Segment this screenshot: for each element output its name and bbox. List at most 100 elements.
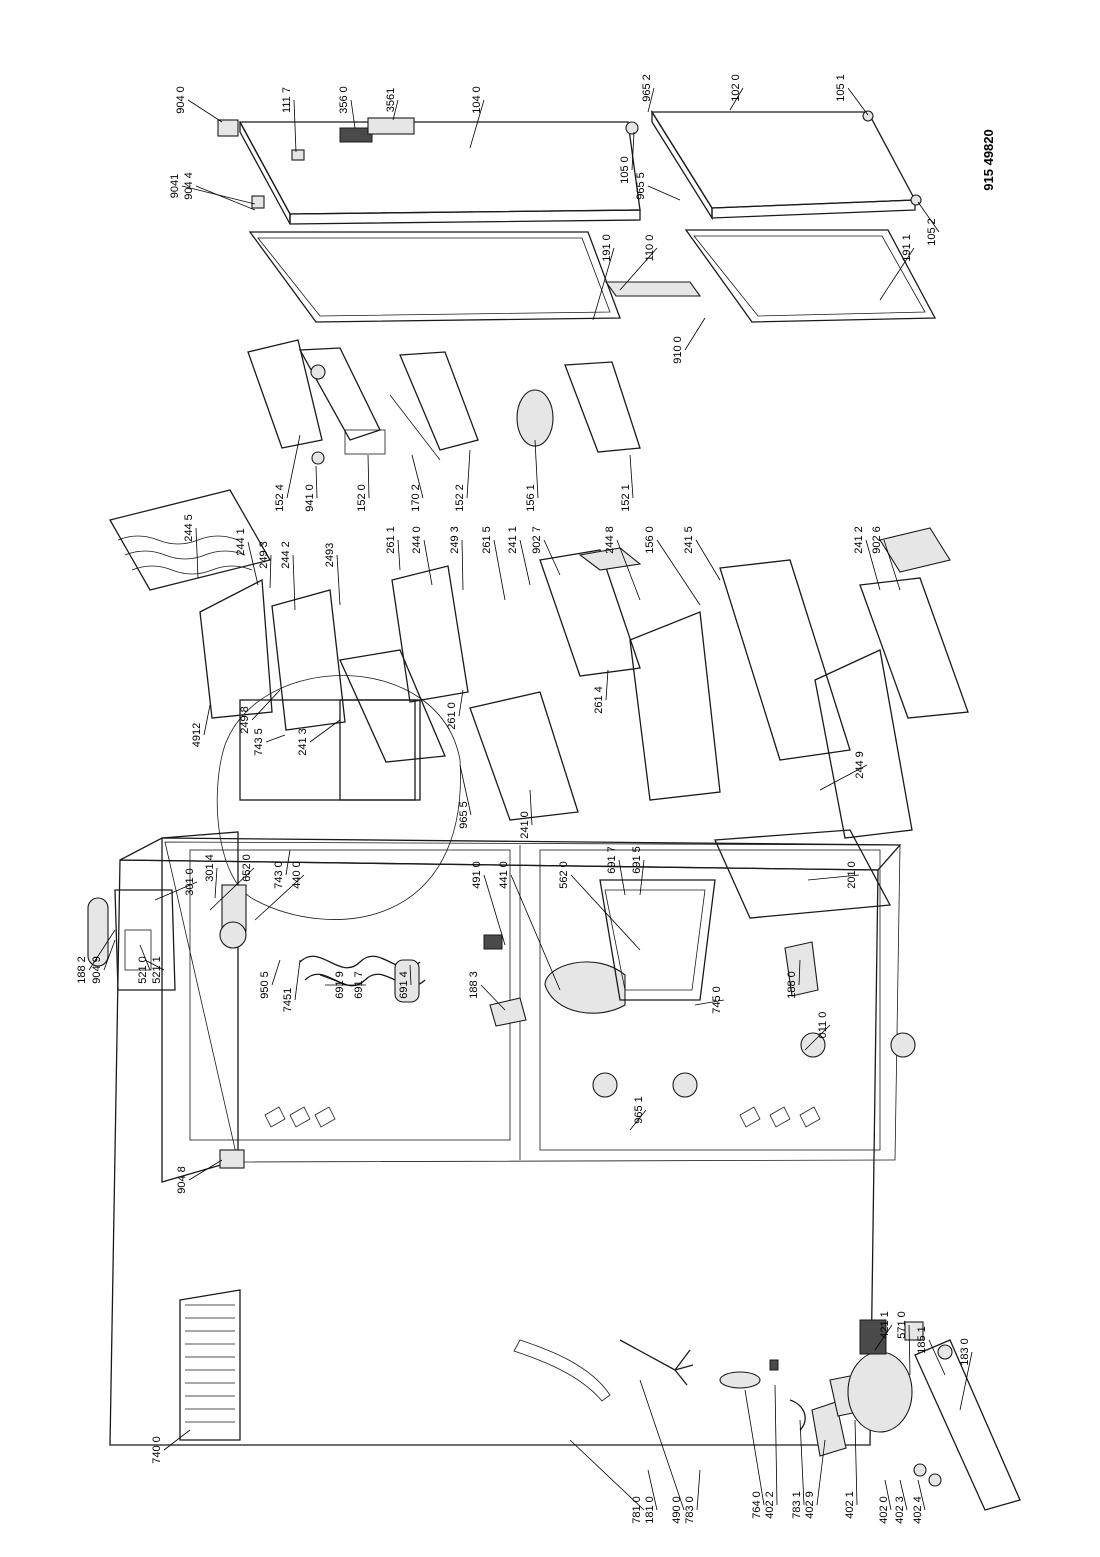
part-label: 402 1 xyxy=(844,1491,856,1519)
part-label: 188 2 xyxy=(76,956,88,984)
leader-line xyxy=(209,867,255,911)
leader-line xyxy=(619,247,658,291)
leader-line xyxy=(928,1339,946,1376)
gasket-fridge xyxy=(684,229,937,323)
leader-line xyxy=(884,1479,892,1511)
compressor-group xyxy=(619,1319,1021,1511)
leader-line xyxy=(569,1439,645,1511)
part-label: 904 4 xyxy=(183,172,195,200)
leader-line xyxy=(774,1384,778,1506)
leader-line xyxy=(309,719,341,743)
part-label: 201 0 xyxy=(846,861,858,889)
leader-line xyxy=(605,669,609,701)
part-label: 783 1 xyxy=(791,1491,803,1519)
part-label: 571 0 xyxy=(896,1311,908,1339)
part-label: 521 0 xyxy=(137,956,149,984)
evaporator-cover xyxy=(216,675,461,920)
part-label: 764 0 xyxy=(751,1491,763,1519)
part-label: 743 0 xyxy=(273,861,285,889)
part-label: 691 4 xyxy=(398,971,410,999)
part-label: 902 6 xyxy=(871,526,883,554)
wine-rack xyxy=(109,489,271,591)
part-label: 904 0 xyxy=(175,86,187,114)
leader-lines xyxy=(88,87,973,1511)
part-label: 743 5 xyxy=(253,728,265,756)
leader-line xyxy=(847,87,869,116)
part-label: 910 0 xyxy=(672,336,684,364)
leader-line xyxy=(214,867,218,899)
part-label: 965 2 xyxy=(641,74,653,102)
leader-line xyxy=(265,734,286,743)
leader-line xyxy=(534,439,539,499)
part-label: 170 2 xyxy=(410,484,422,512)
leader-line xyxy=(163,1429,191,1451)
leader-line xyxy=(88,929,116,971)
part-label: 241 0 xyxy=(519,811,531,839)
cabinet xyxy=(109,831,902,1446)
part-label: 902 7 xyxy=(531,526,543,554)
leader-line xyxy=(865,539,881,591)
leader-line xyxy=(729,87,744,111)
part-label: 244 0 xyxy=(411,526,423,554)
leader-line xyxy=(695,539,721,581)
leader-line xyxy=(647,185,681,201)
part-label: 904 8 xyxy=(176,1166,188,1194)
leader-line xyxy=(696,1469,701,1511)
leader-line xyxy=(458,689,464,717)
leader-line xyxy=(510,874,561,991)
leader-line xyxy=(195,527,199,579)
leader-line xyxy=(917,201,940,233)
part-label: 241 3 xyxy=(297,728,309,756)
leader-line xyxy=(285,849,291,876)
leader-line xyxy=(647,87,655,113)
part-label: 691 7 xyxy=(606,846,618,874)
leader-line xyxy=(879,247,915,301)
part-label: 249 3 xyxy=(449,526,461,554)
leader-line xyxy=(908,1324,911,1376)
leader-line xyxy=(819,764,868,791)
part-label: 104 0 xyxy=(471,86,483,114)
part-label: 950 5 xyxy=(259,971,271,999)
part-label: 402 3 xyxy=(894,1496,906,1524)
part-label: 244 9 xyxy=(854,751,866,779)
part-label: 261 4 xyxy=(593,686,605,714)
leader-line xyxy=(367,454,370,499)
part-label: 156 0 xyxy=(644,526,656,554)
part-label: 261 1 xyxy=(385,526,397,554)
part-label: 491 0 xyxy=(471,861,483,889)
leader-line xyxy=(294,959,301,1001)
leader-line xyxy=(629,454,634,499)
part-label: 4912 xyxy=(191,723,203,747)
leader-line xyxy=(543,539,561,576)
leader-line xyxy=(144,959,165,971)
part-label: 191 0 xyxy=(601,234,613,262)
leader-line xyxy=(959,1351,973,1411)
control-panel xyxy=(87,884,247,991)
gasket-freezer xyxy=(248,231,621,323)
part-label: 105 0 xyxy=(619,156,631,184)
heater-and-fan xyxy=(299,829,916,1058)
part-label: 562 0 xyxy=(558,861,570,889)
leader-line xyxy=(203,704,211,736)
leader-line xyxy=(854,1419,858,1506)
part-label: 402 9 xyxy=(804,1491,816,1519)
part-label: 261 0 xyxy=(446,702,458,730)
part-label: 249 3 xyxy=(258,541,270,569)
document-number: 915 49820 xyxy=(981,129,996,190)
part-label: 490 0 xyxy=(671,1496,683,1524)
part-label: 152 0 xyxy=(356,484,368,512)
part-label: 652 0 xyxy=(241,854,253,882)
leader-line xyxy=(694,999,725,1006)
leader-line xyxy=(397,539,401,571)
leader-line xyxy=(874,1324,893,1351)
leader-line xyxy=(519,539,531,586)
part-label: 9041 xyxy=(169,174,181,198)
part-label: 745 0 xyxy=(711,986,723,1014)
leader-line xyxy=(139,944,151,971)
part-label: 244 8 xyxy=(604,526,616,554)
part-label: 965 5 xyxy=(635,172,647,200)
leader-line xyxy=(103,939,116,971)
leader-line xyxy=(480,984,506,1011)
leader-line xyxy=(154,881,198,901)
door-balconies xyxy=(247,339,641,465)
